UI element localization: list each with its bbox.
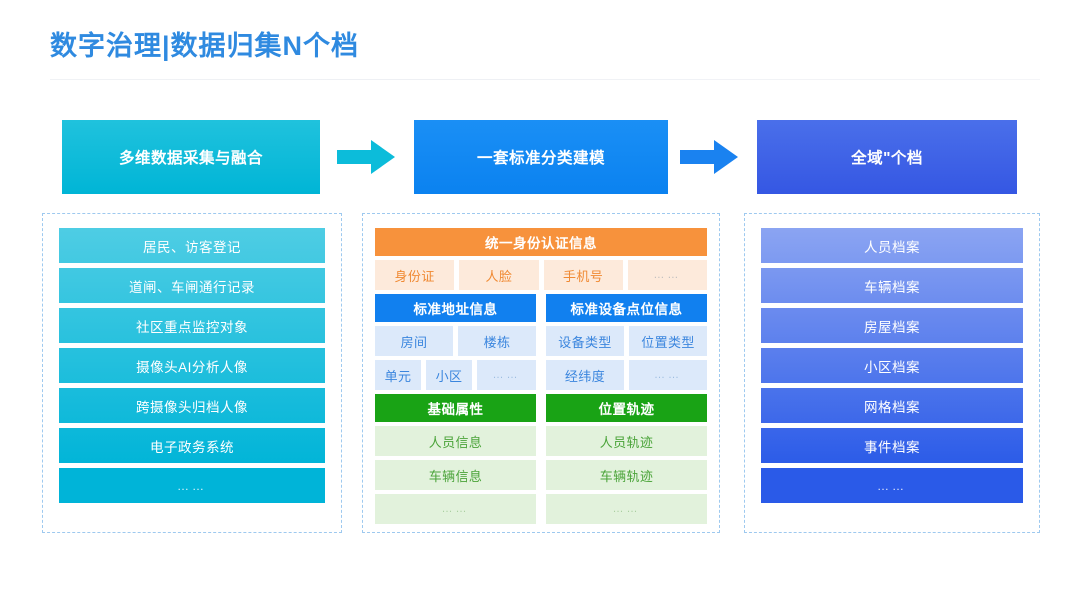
- location-track-header[interactable]: 位置轨迹: [546, 394, 707, 422]
- address-cell[interactable]: 房间: [375, 326, 453, 356]
- device-cell[interactable]: 设备类型: [546, 326, 624, 356]
- identity-cell[interactable]: 人脸: [459, 260, 539, 290]
- address-row-2: 单元 小区 ……: [375, 360, 536, 390]
- left-column-panel: 居民、访客登记 道闸、车闸通行记录 社区重点监控对象 摄像头AI分析人像 跨摄像…: [42, 213, 342, 533]
- list-item[interactable]: 人员轨迹: [546, 426, 707, 456]
- list-item[interactable]: 小区档案: [761, 348, 1023, 383]
- process-header-row: 多维数据采集与融合 一套标准分类建模 全域"个档: [62, 120, 1017, 194]
- list-item[interactable]: 车辆档案: [761, 268, 1023, 303]
- address-row-1: 房间 楼栋: [375, 326, 536, 356]
- list-item[interactable]: 网格档案: [761, 388, 1023, 423]
- basic-attributes-list: 人员信息 车辆信息 ……: [375, 426, 536, 524]
- right-column-panel: 人员档案 车辆档案 房屋档案 小区档案 网格档案 事件档案 ……: [744, 213, 1040, 533]
- address-cell[interactable]: 单元: [375, 360, 421, 390]
- list-item-more[interactable]: ……: [546, 494, 707, 524]
- list-item-more[interactable]: ……: [761, 468, 1023, 503]
- location-track-list: 人员轨迹 车辆轨迹 ……: [546, 426, 707, 524]
- list-item[interactable]: 摄像头AI分析人像: [59, 348, 325, 383]
- identity-cell[interactable]: 身份证: [375, 260, 455, 290]
- arrow-right-blue-icon: [680, 140, 738, 174]
- arrow-right-cyan-icon: [337, 140, 395, 174]
- identity-section-header[interactable]: 统一身份认证信息: [375, 228, 707, 256]
- basic-attributes-header[interactable]: 基础属性: [375, 394, 536, 422]
- list-item[interactable]: 居民、访客登记: [59, 228, 325, 263]
- list-item[interactable]: 道闸、车闸通行记录: [59, 268, 325, 303]
- list-item[interactable]: 社区重点监控对象: [59, 308, 325, 343]
- device-cell[interactable]: 位置类型: [629, 326, 707, 356]
- standard-sections: 标准地址信息 房间 楼栋 单元 小区 …… 基础属性 人员信息 车辆信息 ……: [375, 294, 707, 524]
- list-item[interactable]: 人员档案: [761, 228, 1023, 263]
- standard-address-section: 标准地址信息 房间 楼栋 单元 小区 …… 基础属性 人员信息 车辆信息 ……: [375, 294, 536, 524]
- list-item[interactable]: 人员信息: [375, 426, 536, 456]
- address-cell[interactable]: 楼栋: [458, 326, 536, 356]
- address-cell-more[interactable]: ……: [477, 360, 536, 390]
- device-cell[interactable]: 经纬度: [546, 360, 624, 390]
- list-item[interactable]: 车辆信息: [375, 460, 536, 490]
- identity-cells-row: 身份证 人脸 手机号 ……: [375, 260, 707, 290]
- list-item-more[interactable]: ……: [375, 494, 536, 524]
- stage-header-modeling[interactable]: 一套标准分类建模: [414, 120, 668, 194]
- page-title: 数字治理|数据归集N个档: [50, 31, 360, 61]
- list-item-more[interactable]: ……: [59, 468, 325, 503]
- address-cell[interactable]: 小区: [426, 360, 472, 390]
- device-cell-more[interactable]: ……: [629, 360, 707, 390]
- middle-column-panel: 统一身份认证信息 身份证 人脸 手机号 …… 标准地址信息 房间 楼栋 单元 小…: [362, 213, 720, 533]
- identity-cell[interactable]: 手机号: [543, 260, 623, 290]
- list-item[interactable]: 跨摄像头归档人像: [59, 388, 325, 423]
- address-section-header[interactable]: 标准地址信息: [375, 294, 536, 322]
- identity-cell-more[interactable]: ……: [627, 260, 707, 290]
- list-item[interactable]: 车辆轨迹: [546, 460, 707, 490]
- title-divider: [50, 79, 1040, 80]
- list-item[interactable]: 房屋档案: [761, 308, 1023, 343]
- standard-device-section: 标准设备点位信息 设备类型 位置类型 经纬度 …… 位置轨迹 人员轨迹 车辆轨迹…: [546, 294, 707, 524]
- stage-header-collection[interactable]: 多维数据采集与融合: [62, 120, 320, 194]
- device-row-2: 经纬度 ……: [546, 360, 707, 390]
- list-item[interactable]: 电子政务系统: [59, 428, 325, 463]
- stage-header-archive[interactable]: 全域"个档: [757, 120, 1017, 194]
- device-row-1: 设备类型 位置类型: [546, 326, 707, 356]
- list-item[interactable]: 事件档案: [761, 428, 1023, 463]
- device-section-header[interactable]: 标准设备点位信息: [546, 294, 707, 322]
